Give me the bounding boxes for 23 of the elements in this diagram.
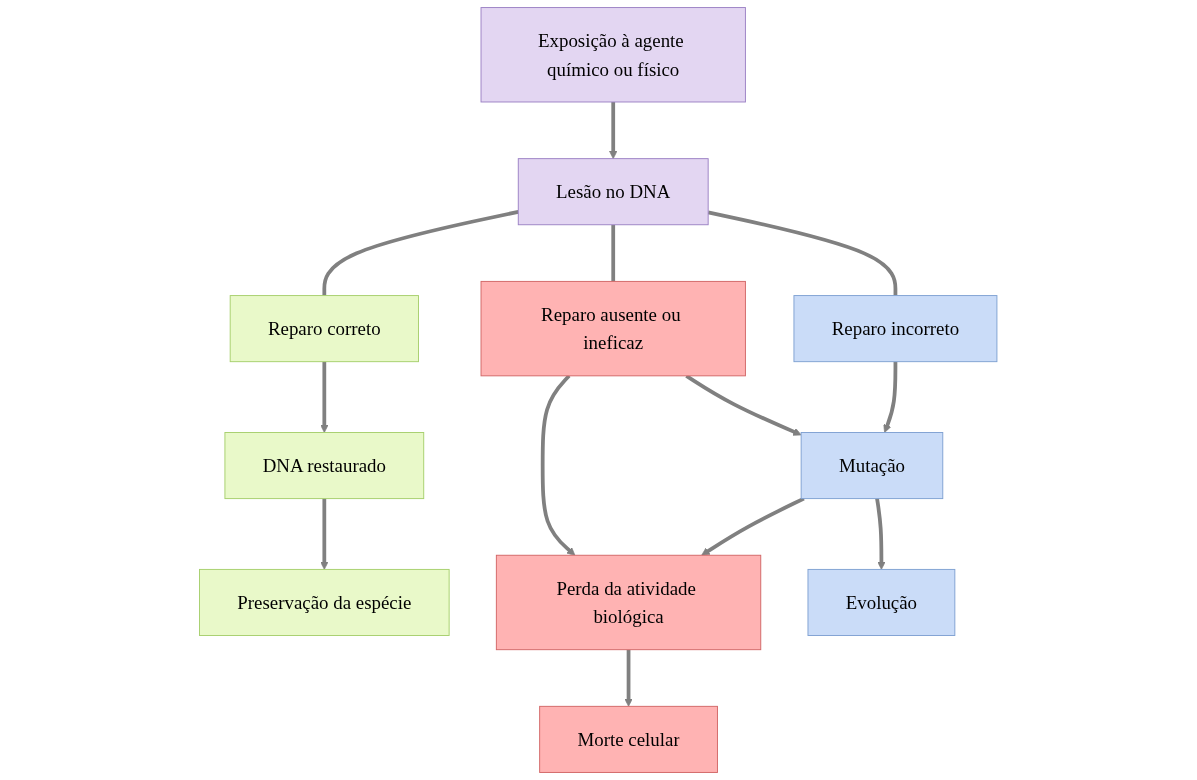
arrow — [875, 498, 886, 570]
arrow — [883, 361, 898, 433]
connector — [611, 224, 616, 282]
node-box: Evolução — [807, 568, 956, 636]
node-box: Morte celular — [539, 705, 719, 773]
node-box: Preservação da espécie — [199, 568, 450, 636]
connector — [708, 210, 898, 296]
connector — [322, 210, 519, 296]
arrow — [701, 496, 805, 556]
arrow — [685, 374, 802, 436]
arrow — [320, 361, 329, 433]
arrow — [609, 102, 618, 159]
node-box: Perda da atividade biológica — [496, 554, 762, 651]
node-box: Mutação — [800, 432, 944, 500]
node-box: Lesão no DNA — [518, 158, 709, 226]
arrow — [541, 374, 576, 556]
node-box: Reparo correto — [230, 295, 420, 363]
node-box: DNA restaurado — [224, 432, 425, 500]
arrow — [320, 498, 329, 570]
node-box: Reparo incorreto — [793, 295, 998, 363]
arrow — [624, 649, 633, 707]
node-box: Reparo ausente ou ineficaz — [480, 280, 747, 377]
node-box: Exposição à agente químico ou físico — [480, 7, 747, 103]
